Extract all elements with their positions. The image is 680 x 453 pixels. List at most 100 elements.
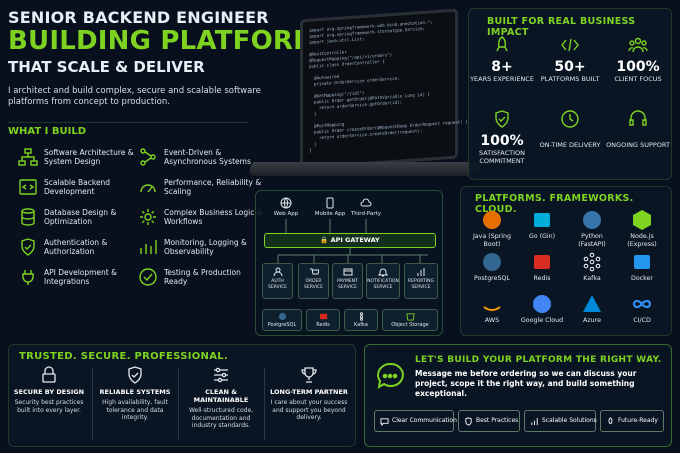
shield-icon: [21, 238, 35, 256]
lock-icon: [42, 366, 56, 383]
nodejs-logo-icon: [633, 210, 651, 230]
tech-item: Python (FastAPI): [569, 209, 615, 248]
shield-check-icon: [495, 110, 509, 128]
gear-icon: [140, 209, 156, 225]
divider: [178, 368, 179, 440]
stat-on-time: ON-TIME DELIVERY: [537, 109, 603, 149]
build-item: Software Architecture & System Design: [18, 147, 144, 167]
divider: [92, 368, 93, 440]
chat-icon: [380, 417, 389, 426]
chip-best-practices: Best Practices: [458, 410, 520, 432]
rocket-icon: [496, 36, 508, 52]
cicd-logo-icon: [632, 299, 652, 309]
trophy-icon: [301, 367, 317, 383]
divider: [8, 122, 248, 123]
build-item-label: Event-Driven & Asynchronous Systems: [164, 147, 251, 167]
impact-panel: BUILT FOR REAL BUSINESS IMPACT 8+ YEARS …: [468, 8, 672, 180]
service-auth: AUTH SERVICE: [262, 263, 293, 299]
hero-intro: I architect and build complex, secure an…: [8, 86, 261, 107]
api-gateway: 🔒 API GATEWAY: [264, 233, 436, 248]
rocket-icon: [608, 416, 613, 424]
build-item: Event-Driven & Asynchronous Systems: [138, 147, 264, 167]
redis-icon: [319, 313, 327, 320]
headset-icon: [629, 110, 647, 126]
tech-item: Docker: [619, 251, 665, 283]
tech-label: Redis: [533, 275, 551, 282]
stat-years: 8+ YEARS EXPERIENCE: [469, 35, 535, 83]
build-item: API Development & Integrations: [18, 267, 144, 287]
trusted-panel: TRUSTED. SECURE. PROFESSIONAL.: [8, 344, 356, 447]
azure-logo-icon: [583, 295, 601, 312]
java-logo-icon: [483, 211, 501, 229]
chip-scalable-solutions: Scalable Solutions: [524, 410, 597, 432]
shield-icon: [465, 416, 472, 426]
tech-label: CI/CD: [633, 317, 651, 324]
event-icon: [140, 148, 156, 166]
bell-icon: [378, 268, 388, 277]
bar-chart-icon: [531, 417, 538, 425]
tech-item: Java (Spring Boot): [469, 209, 515, 248]
build-item-label: Database Design & Optimization: [44, 207, 117, 227]
build-item: Monitoring, Logging & Observability: [138, 237, 264, 257]
what-i-build-title: WHAT I BUILD: [8, 126, 87, 137]
service-payment: PAYMENT SERVICE: [332, 263, 363, 299]
build-item-label: API Development & Integrations: [44, 267, 117, 287]
cta-message: Message me before ordering so we can dis…: [415, 369, 637, 398]
datastore-postgresql: PostgreSQL: [262, 309, 302, 331]
build-item: Database Design & Optimization: [18, 207, 144, 227]
code-icon: [19, 179, 37, 195]
build-item: Testing & Production Ready: [138, 267, 264, 287]
laptop-screen: import org.springframework.web.bind.anno…: [300, 8, 468, 170]
tech-item: Kafka: [569, 251, 615, 283]
chat-icon: [377, 362, 404, 389]
trust-col-partner: LONG-TERM PARTNER I care about your succ…: [266, 366, 352, 422]
go-logo-icon: [534, 213, 550, 227]
chart-icon: [140, 240, 157, 254]
aws-logo-icon: [483, 306, 501, 311]
tech-label: Python (FastAPI): [578, 233, 606, 248]
tech-label: AWS: [484, 317, 500, 324]
bucket-icon: [405, 313, 415, 321]
postgresql-icon: [278, 312, 286, 321]
build-item-label: Testing & Production Ready: [164, 267, 241, 287]
client-third-party: Third-Party: [344, 197, 388, 217]
code-icon: [561, 38, 579, 52]
connector-lines: [285, 219, 367, 233]
hero-line-1: SENIOR BACKEND ENGINEER: [8, 8, 269, 27]
build-item-label: Software Architecture & System Design: [44, 147, 134, 167]
kafka-logo-icon: [583, 252, 601, 272]
architecture-diagram: Web App Mobile App Third-Party 🔒 API GAT…: [255, 190, 443, 336]
bar-chart-icon: [417, 268, 425, 276]
tech-label: Azure: [583, 317, 601, 324]
globe-icon: [280, 197, 292, 209]
docker-logo-icon: [634, 255, 650, 269]
cloud-icon: [360, 198, 372, 207]
tech-label: Go (Gin): [528, 233, 556, 240]
clock-icon: [561, 110, 579, 128]
build-item: Performance, Reliability & Scaling: [138, 177, 264, 197]
kafka-icon: [359, 312, 363, 321]
cart-icon: [309, 268, 319, 275]
stat-satisfaction: 100% SATISFACTION COMMITMENT: [469, 109, 535, 165]
shield-check-icon: [128, 366, 142, 384]
build-item: Scalable Backend Development: [18, 177, 144, 197]
trust-col-clean: CLEAN & MAINTAINABLE Well-structured cod…: [180, 366, 262, 430]
divider: [264, 368, 265, 440]
chip-clear-communication: Clear Communication: [374, 410, 457, 432]
stat-support: ONGOING SUPPORT: [605, 109, 671, 149]
build-item: Complex Business Logic & Workflows: [138, 207, 264, 227]
tech-label: PostgreSQL: [474, 275, 510, 282]
service-notification: NOTIFICATION SERVICE: [366, 263, 400, 299]
phone-icon: [326, 197, 334, 209]
trust-col-secure: SECURE BY DESIGN Security best practices…: [8, 366, 90, 414]
tech-item: PostgreSQL: [469, 251, 515, 283]
tech-panel: PLATFORMS. FRAMEWORKS. CLOUD. Java (Spri…: [460, 186, 672, 336]
trust-col-reliable: RELIABLE SYSTEMS High availability, faul…: [94, 366, 176, 422]
build-item-label: Complex Business Logic & Workflows: [164, 207, 263, 227]
service-reporting: REPORTING SERVICE: [404, 263, 438, 299]
tech-item: Redis: [519, 251, 565, 283]
client-mobile-app: Mobile App: [308, 197, 352, 217]
postgresql-logo-icon: [483, 253, 501, 271]
tech-label: Google Cloud: [520, 317, 564, 324]
tech-item: Node.js (Express): [619, 209, 665, 248]
